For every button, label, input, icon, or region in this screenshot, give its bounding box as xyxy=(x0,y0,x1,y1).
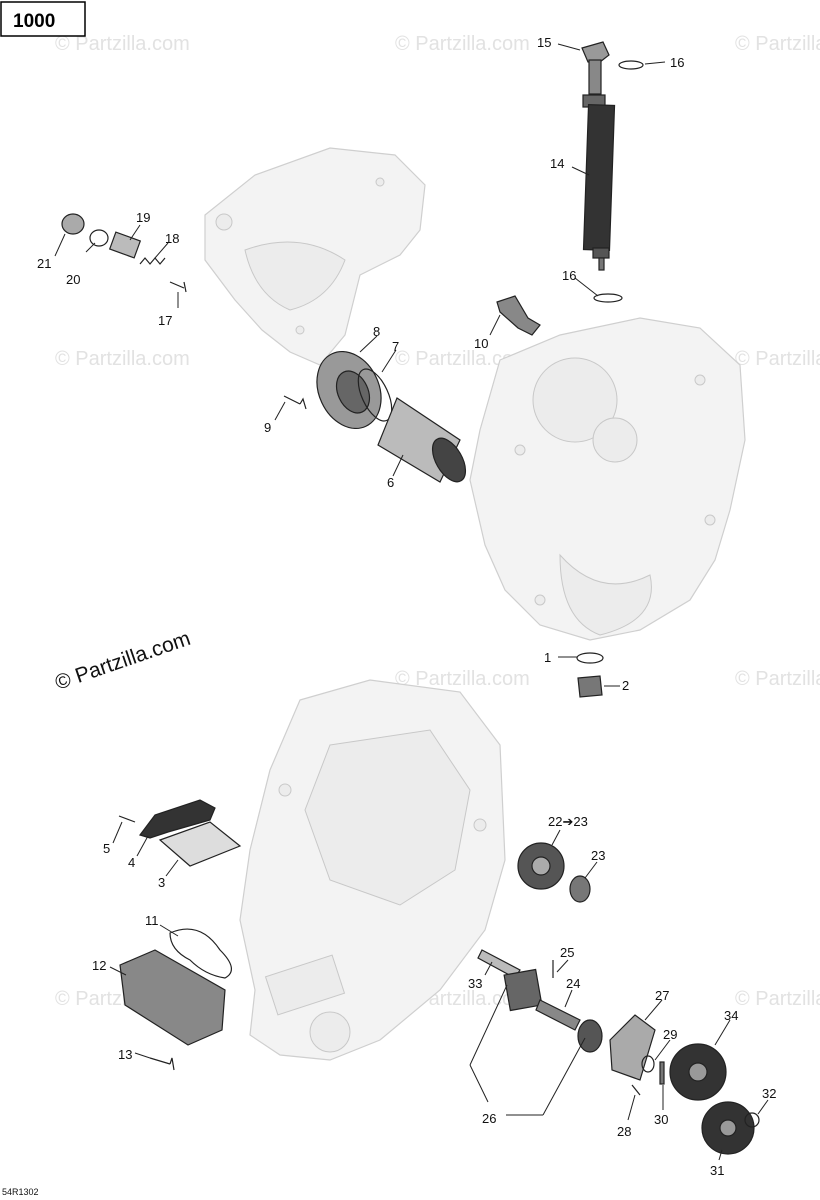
callout-15: 15 xyxy=(537,35,551,50)
ghost-cover xyxy=(204,147,426,366)
watermark: © Partzilla.com xyxy=(735,33,820,55)
callout-24: 24 xyxy=(566,976,580,991)
callout-23: 23 xyxy=(591,848,605,863)
drain-plug-set xyxy=(576,652,604,698)
watermark: © Partzilla.com xyxy=(735,668,820,690)
watermark-layer: © Partzilla.com © Partzilla.com © Partzi… xyxy=(55,33,820,1010)
callout-13: 13 xyxy=(118,1047,132,1062)
callout-5: 5 xyxy=(103,841,110,856)
callout-3: 3 xyxy=(158,875,165,890)
callout-17: 17 xyxy=(158,313,172,328)
oil-tube-assembly xyxy=(581,41,644,303)
callout-34: 34 xyxy=(724,1008,738,1023)
oil-filter-cover-assembly xyxy=(283,350,467,483)
ghost-crankcase-upper xyxy=(469,317,746,641)
oil-cooler-set xyxy=(119,928,232,1071)
oil-pump-set xyxy=(477,949,760,1155)
callout-32: 32 xyxy=(762,1086,776,1101)
callout-25: 25 xyxy=(560,945,574,960)
callout-33: 33 xyxy=(468,976,482,991)
callout-7: 7 xyxy=(392,339,399,354)
watermark: © Partzilla.com xyxy=(735,988,820,1010)
watermark: © Partzilla.com xyxy=(395,668,530,690)
watermark: © Partzilla.com xyxy=(55,33,190,55)
callout-11: 11 xyxy=(145,913,159,928)
callout-28: 28 xyxy=(617,1124,631,1139)
callout-9: 9 xyxy=(264,420,271,435)
callout-4: 4 xyxy=(128,855,135,870)
callout-26: 26 xyxy=(482,1111,496,1126)
callout-31: 31 xyxy=(710,1163,724,1178)
watermark: © Partzilla.com xyxy=(395,348,530,370)
callout-21: 21 xyxy=(37,256,51,271)
callout-labels: 1 2 3 4 5 6 7 8 9 10 11 12 13 14 15 16 1… xyxy=(37,35,776,1178)
brand-watermark: © Partzilla.com xyxy=(52,627,193,695)
ghost-crankcase-lower xyxy=(239,679,506,1061)
drawing-code: 54R1302 xyxy=(2,1187,39,1197)
callout-12: 12 xyxy=(92,958,106,973)
callout-22-23: 22➔23 xyxy=(548,814,588,829)
watermark: © Partzilla.com xyxy=(55,348,190,370)
callout-29: 29 xyxy=(663,1027,677,1042)
callout-8: 8 xyxy=(373,324,380,339)
callout-2: 2 xyxy=(622,678,629,693)
callout-30: 30 xyxy=(654,1112,668,1127)
callout-1: 1 xyxy=(544,650,551,665)
watermark: © Partzilla.com xyxy=(735,348,820,370)
callout-20: 20 xyxy=(66,272,80,287)
callout-14: 14 xyxy=(550,156,564,171)
callout-19: 19 xyxy=(136,210,150,225)
leader-lines xyxy=(54,43,769,1161)
callout-10: 10 xyxy=(474,336,488,351)
oil-strainer-set xyxy=(118,799,242,867)
callout-6: 6 xyxy=(387,475,394,490)
oil-pressure-sensor xyxy=(496,295,541,336)
idler-gear-set xyxy=(517,842,591,903)
callout-18: 18 xyxy=(165,231,179,246)
watermark: © Partzilla.com xyxy=(395,33,530,55)
callout-16a: 16 xyxy=(670,55,684,70)
plug-spring-set xyxy=(61,213,187,293)
engine-badge-label: 1000 xyxy=(13,11,55,32)
callout-16b: 16 xyxy=(562,268,576,283)
callout-27: 27 xyxy=(655,988,669,1003)
engine-badge: 1000 xyxy=(0,1,86,37)
